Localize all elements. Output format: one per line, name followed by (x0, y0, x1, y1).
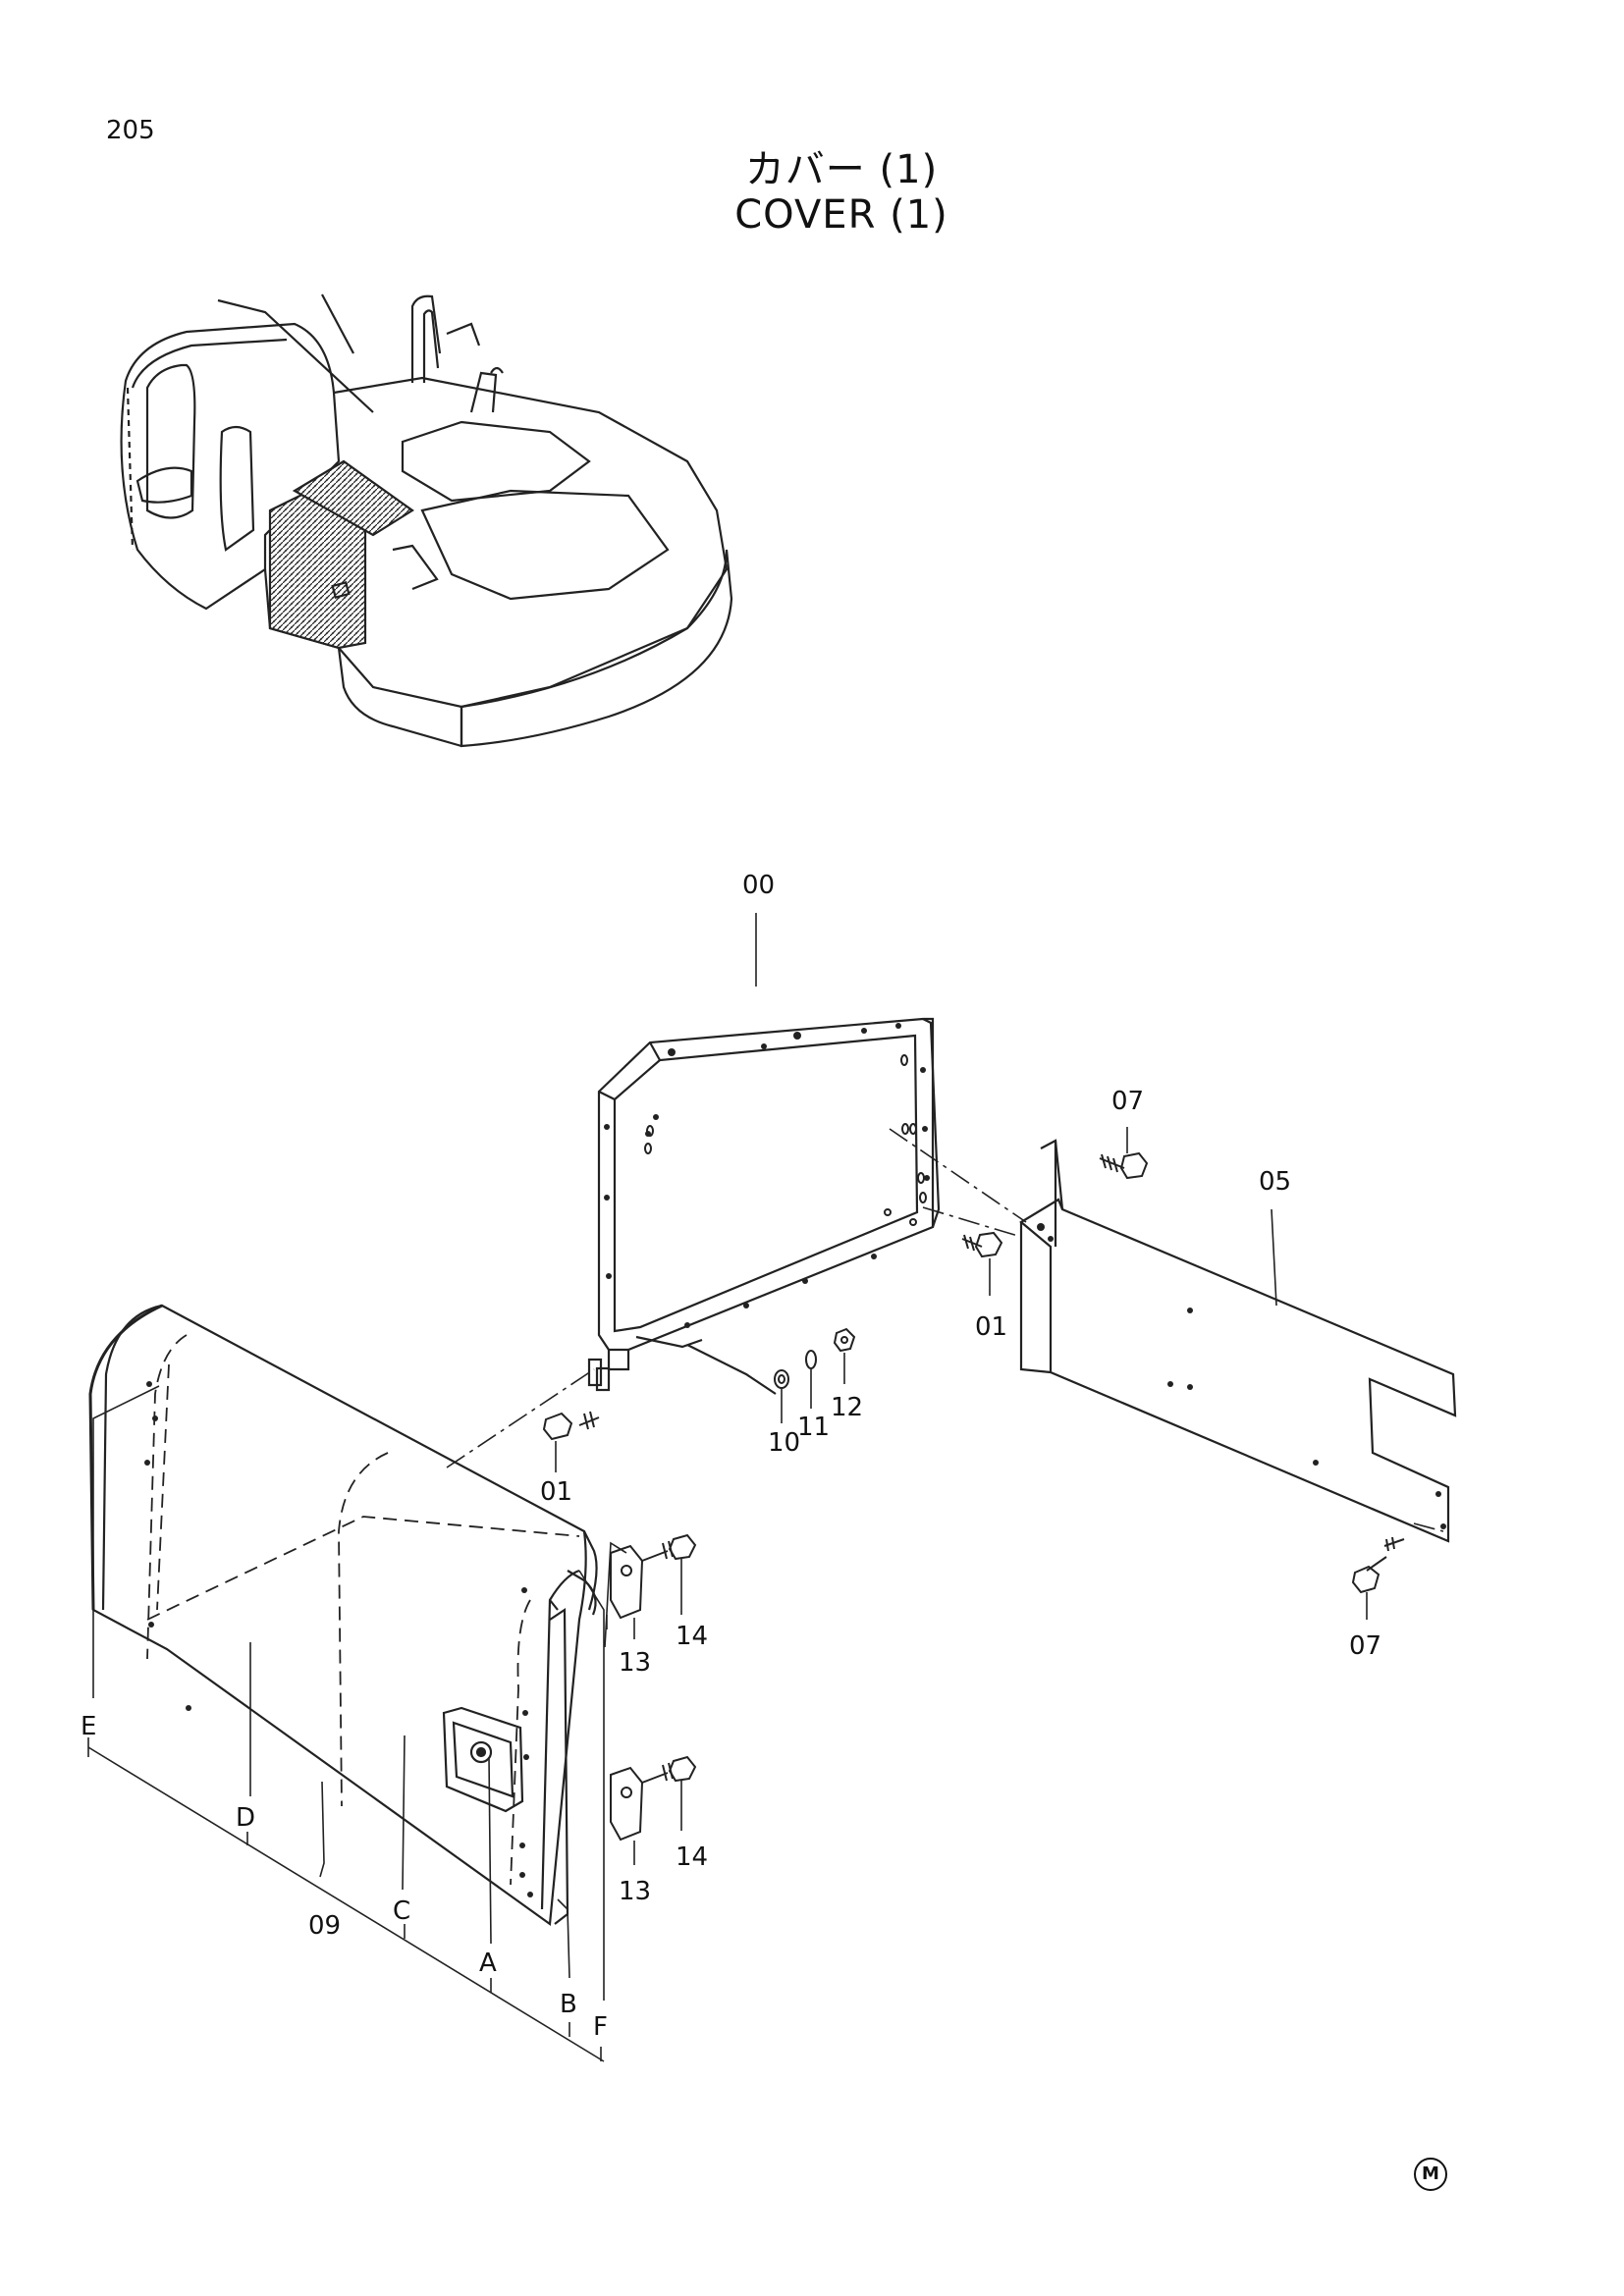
ref-label-D: D (236, 1803, 255, 1833)
page-number: 205 (106, 116, 155, 145)
spring-washer-icon (805, 1350, 817, 1369)
bracket-13-upper (610, 1533, 697, 1620)
bracket-05 (1019, 1139, 1457, 1543)
callout-14-lower: 14 (676, 1842, 708, 1872)
ref-label-F: F (593, 2012, 608, 2042)
bolt-icon (961, 1231, 1003, 1258)
callout-12: 12 (831, 1393, 863, 1422)
excavator-overview (120, 294, 733, 748)
callout-13-upper: 13 (619, 1648, 651, 1678)
door-09 (88, 1304, 598, 1927)
callout-01-right: 01 (975, 1312, 1007, 1342)
bolt-icon (1351, 1536, 1405, 1594)
callout-00: 00 (742, 871, 775, 900)
washer-icon (778, 1374, 785, 1384)
ref-label-E: E (81, 1712, 96, 1741)
callout-13-lower: 13 (619, 1877, 651, 1906)
callout-labels: 00 07 05 01 01 10 11 12 07 13 14 13 14 0… (81, 871, 1381, 2042)
page-title-japanese: カバー (1) (744, 147, 939, 192)
callout-10: 10 (768, 1428, 800, 1458)
page-title-english: COVER (1) (734, 192, 948, 238)
ref-label-C: C (393, 1896, 410, 1926)
circled-m-mark: M (1414, 2158, 1447, 2191)
callout-11: 11 (797, 1413, 830, 1442)
washer-icon (774, 1369, 789, 1389)
callout-01-left: 01 (540, 1477, 572, 1507)
bracket-13-lower (610, 1755, 697, 1842)
frame-00 (587, 1017, 941, 1395)
callout-09: 09 (308, 1911, 341, 1941)
fasteners (542, 1151, 1405, 1842)
bolt-icon (542, 1411, 600, 1441)
callout-14-upper: 14 (676, 1622, 708, 1651)
callout-07-bottom: 07 (1349, 1631, 1381, 1661)
callout-05: 05 (1259, 1167, 1291, 1197)
leader-lines (87, 913, 1444, 2062)
callout-07-top: 07 (1111, 1087, 1144, 1116)
nut-icon (833, 1327, 856, 1353)
bolt-icon (1099, 1151, 1149, 1180)
ref-label-B: B (560, 1990, 577, 2019)
ref-label-A: A (479, 1949, 497, 1978)
